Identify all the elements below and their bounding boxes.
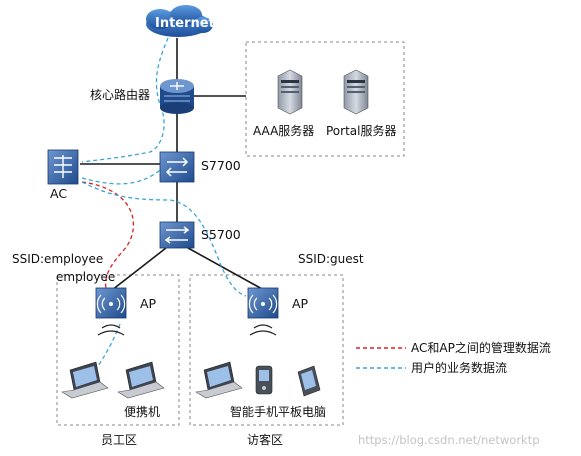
s7700-label: S7700	[201, 158, 241, 173]
core-router-label: 核心路由器	[90, 88, 151, 102]
portal-server-label: Portal服务器	[326, 124, 397, 138]
laptop-icon-2	[117, 361, 165, 399]
internet-label: Internet	[155, 16, 215, 31]
legend-mgmt-label: AC和AP之间的管理数据流	[411, 341, 551, 355]
employee-name-label: employee	[56, 270, 116, 284]
s7700-switch-icon	[159, 151, 195, 183]
ap-left-icon	[95, 287, 127, 336]
core-router-icon	[160, 79, 194, 114]
guest-ssid-label: SSID:guest	[298, 252, 364, 266]
staff-zone-label: 员工区	[101, 433, 138, 447]
ap-right-label: AP	[292, 296, 309, 311]
laptops-label: 便携机	[124, 405, 161, 419]
aaa-server-icon	[277, 69, 303, 115]
mobile-devices-label: 智能手机平板电脑	[230, 405, 327, 419]
server-zone-box	[245, 41, 405, 157]
ac-controller-icon	[47, 149, 79, 185]
laptop-icon-3	[195, 361, 243, 399]
s5700-label: S5700	[201, 227, 241, 242]
tablet-icon	[297, 365, 321, 397]
laptop-icon-1	[61, 361, 109, 399]
portal-server-icon	[343, 69, 369, 115]
visitor-zone-label: 访客区	[247, 433, 284, 447]
network-links	[80, 38, 265, 291]
s5700-switch-icon	[159, 221, 195, 249]
legend	[356, 347, 406, 369]
smartphone-icon	[255, 365, 273, 395]
legend-service-label: 用户的业务数据流	[411, 361, 508, 375]
ap-right-icon	[247, 287, 279, 336]
ap-left-label: AP	[140, 296, 157, 311]
employee-ssid-label: SSID:employee	[12, 252, 104, 266]
ac-label: AC	[50, 186, 68, 201]
visitor-zone-box	[189, 274, 344, 426]
internet-cloud	[146, 5, 213, 37]
aaa-server-label: AAA服务器	[253, 124, 315, 138]
staff-zone-box	[56, 274, 180, 426]
management-flow-line	[81, 181, 135, 289]
watermark: https://blog.csdn.net/networktp	[358, 433, 540, 447]
